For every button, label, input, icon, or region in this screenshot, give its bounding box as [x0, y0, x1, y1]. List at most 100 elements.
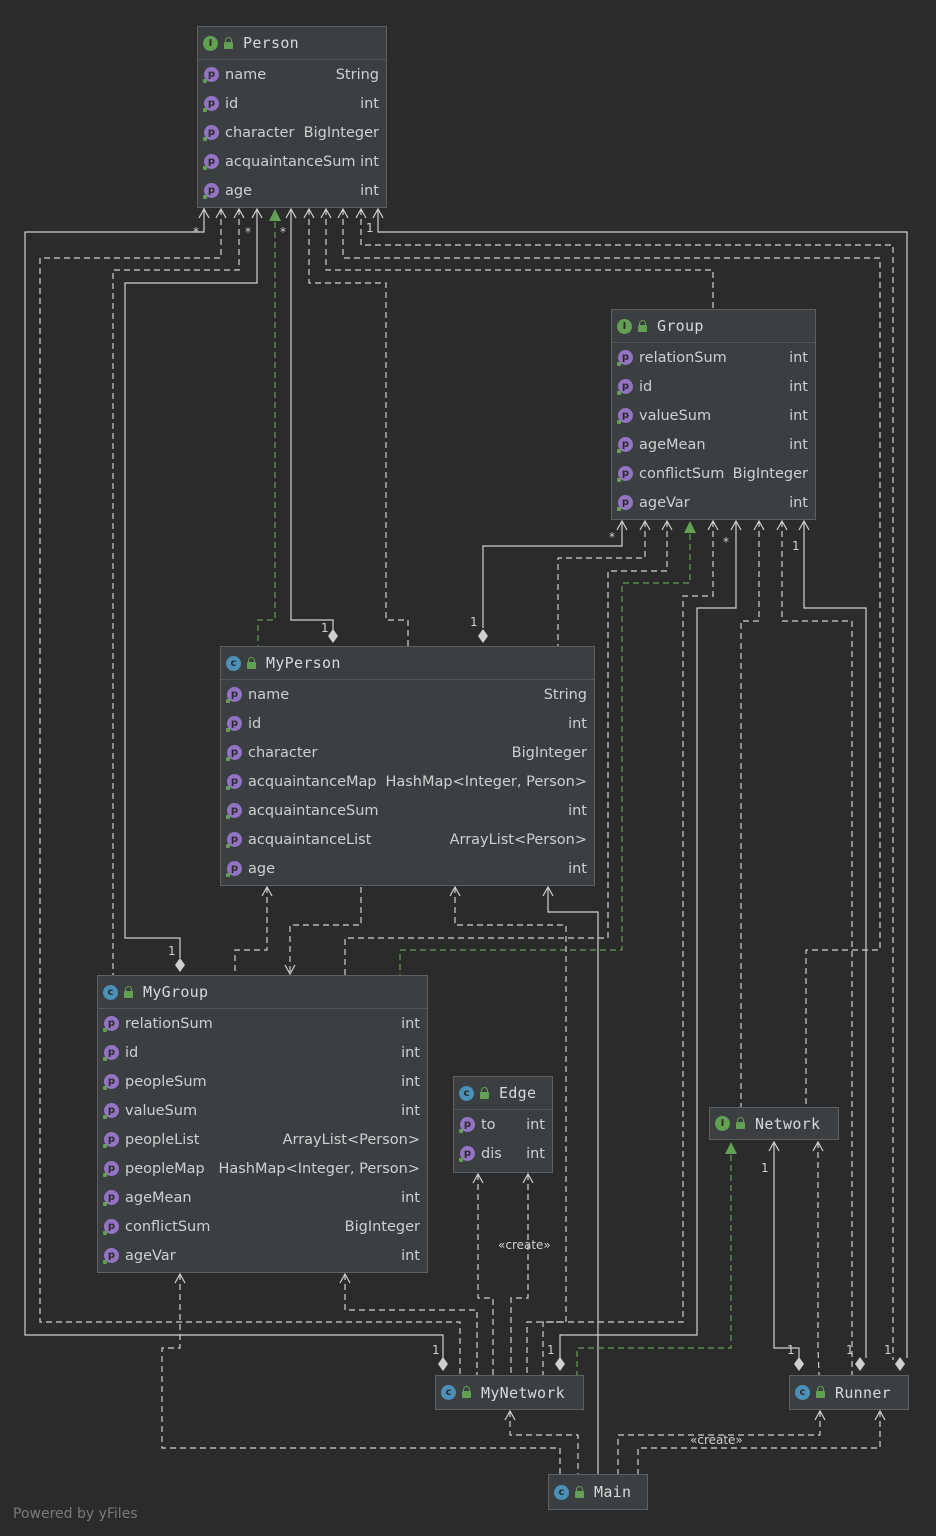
field-type: BigInteger: [303, 124, 379, 141]
field-name: acquaintanceMap: [248, 773, 377, 790]
field-name: valueSum: [125, 1102, 198, 1119]
field-name: character: [225, 124, 295, 141]
field-type: int: [401, 1015, 420, 1032]
field-type: int: [568, 715, 587, 732]
multiplicity-label: 1: [547, 1343, 555, 1357]
network-header[interactable]: I Network: [710, 1108, 838, 1139]
field-name: conflictSum: [125, 1218, 211, 1235]
multiplicity-label: *: [723, 535, 729, 549]
runner-title: Runner: [835, 1383, 891, 1402]
multiplicity-label: 1: [432, 1343, 440, 1357]
multiplicity-label: 1: [884, 1343, 892, 1357]
field-name: acquaintanceList: [248, 831, 372, 848]
network-interface-node[interactable]: I Network: [709, 1107, 839, 1140]
public-visibility-icon: [124, 985, 133, 998]
edge-line: [781, 521, 853, 1375]
field-type: BigInteger: [511, 744, 587, 761]
edge-line: [289, 887, 362, 974]
multiplicity-label: 1: [846, 1343, 854, 1357]
field-type: int: [401, 1073, 420, 1090]
public-visibility-icon: [247, 656, 256, 669]
multiplicity-label: 1: [366, 221, 374, 235]
realization-line: [576, 1155, 732, 1375]
field-type: int: [401, 1247, 420, 1264]
public-visibility-icon: [462, 1386, 471, 1398]
property-icon: p: [617, 379, 633, 395]
property-icon: p: [617, 466, 633, 482]
arrowhead: [730, 519, 742, 531]
arrowhead: [616, 519, 628, 531]
field-type: int: [401, 1102, 420, 1119]
interface-icon: I: [617, 318, 632, 334]
aggregation-diamond: [175, 958, 185, 972]
field-type: BigInteger: [732, 465, 808, 482]
multiplicity-label: 1: [792, 539, 800, 553]
network-title: Network: [755, 1114, 821, 1133]
field-type: HashMap<Integer, Person>: [385, 773, 587, 790]
edge-line: [24, 208, 444, 1360]
aggregation-diamond: [478, 629, 488, 643]
interface-icon: I: [715, 1116, 730, 1131]
arrowhead: [174, 1272, 186, 1284]
edge-line: [290, 209, 334, 630]
property-icon: p: [203, 67, 219, 83]
field-name: age: [225, 182, 253, 199]
edge-line: [454, 887, 567, 1375]
edge-line: [740, 521, 760, 1107]
field-type: int: [360, 153, 379, 170]
arrowhead: [355, 207, 367, 219]
public-visibility-icon: [638, 319, 647, 332]
edge-line: [325, 209, 714, 309]
property-icon: p: [226, 745, 242, 761]
edge-line: [477, 1174, 494, 1375]
class-icon: c: [103, 984, 118, 1000]
field-type: int: [789, 407, 808, 424]
